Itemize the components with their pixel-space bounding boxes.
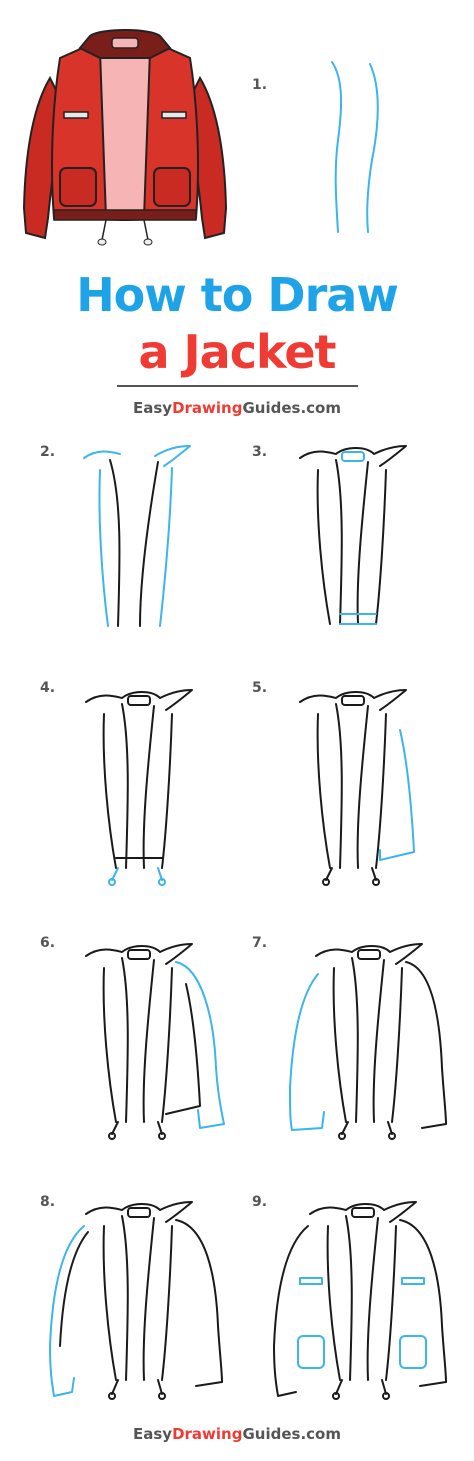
step-number-1: 1. (252, 77, 268, 93)
step-6-drawing (85, 943, 225, 1140)
title-line-1: How to Draw (76, 268, 399, 322)
step-9-drawing (273, 1201, 447, 1400)
brand-logo-bottom: EasyDrawingGuides.com (133, 1425, 341, 1443)
step-1-guidelines (331, 61, 379, 233)
title-line-2: a Jacket (138, 325, 336, 379)
step-number-3: 3. (252, 444, 268, 460)
step-number-8: 8. (40, 1194, 56, 1210)
step-number-7: 7. (252, 935, 268, 951)
step-2-drawing (83, 445, 191, 627)
step-number-5: 5. (252, 680, 268, 696)
step-3-drawing (299, 445, 407, 625)
title-underline (117, 385, 358, 387)
step-number-9: 9. (252, 1194, 268, 1210)
step-number-6: 6. (40, 935, 56, 951)
finished-jacket-illustration (22, 29, 228, 246)
step-8-drawing (49, 1201, 223, 1400)
step-number-4: 4. (40, 680, 56, 696)
brand-logo-top: EasyDrawingGuides.com (133, 399, 341, 417)
step-number-2: 2. (40, 444, 56, 460)
step-7-drawing (289, 943, 447, 1140)
step-4-drawing (85, 689, 193, 886)
step-5-drawing (299, 689, 415, 886)
